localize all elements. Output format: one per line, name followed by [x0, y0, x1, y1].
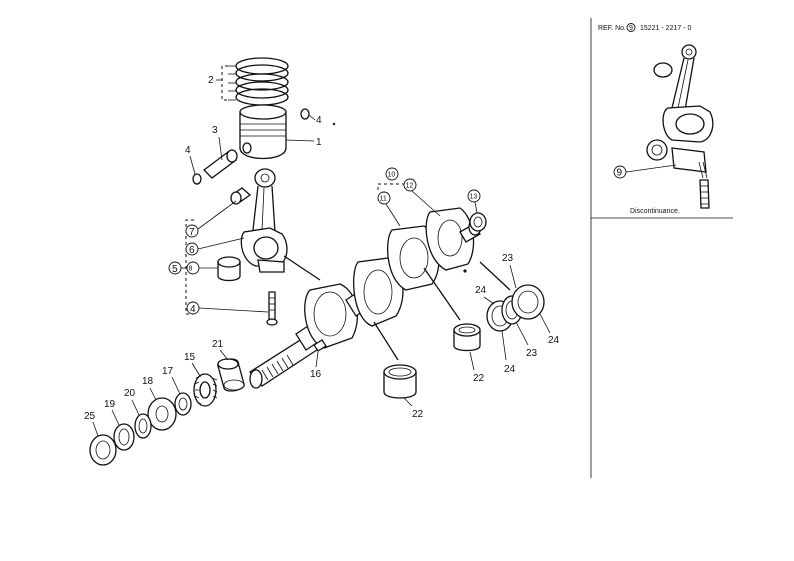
crankshaft: [249, 207, 511, 389]
rod-bolt: [266, 291, 278, 326]
reference-circled-number: 9: [629, 25, 633, 32]
callout-21: 21: [212, 339, 229, 361]
callout-20: 20: [124, 388, 140, 416]
callout-23-upper: 23: [502, 253, 517, 289]
callout-22-middle: 22: [469, 351, 485, 384]
main-bearing-lower: [383, 364, 417, 399]
svg-text:12: 12: [406, 183, 414, 190]
oil-seal-25: [89, 434, 117, 466]
svg-text:23: 23: [526, 348, 538, 359]
thrust-washer-rear: [511, 284, 545, 320]
callout-1: 1: [285, 137, 322, 148]
callout-24-right: 24: [539, 313, 560, 346]
inset-caption: Discontinuance.: [630, 208, 680, 215]
svg-text:25: 25: [84, 411, 96, 422]
callout-14: 13: [467, 189, 481, 214]
connecting-rod: [240, 168, 288, 273]
callout-18: 18: [142, 376, 157, 401]
piston-rings: [235, 57, 289, 106]
ring-19: [113, 423, 135, 451]
callout-4-left: 4: [185, 145, 196, 175]
rear-bushing-14: [469, 212, 487, 232]
svg-text:13: 13: [470, 194, 478, 201]
svg-text:5: 5: [172, 264, 178, 275]
small-end-bushing: [230, 187, 252, 205]
svg-text:21: 21: [212, 339, 224, 350]
woodruff-key: [313, 339, 327, 352]
svg-text:4: 4: [316, 115, 322, 126]
callout-5: 5: [168, 261, 186, 275]
callout-17: 17: [162, 366, 181, 395]
svg-text:22: 22: [473, 373, 485, 384]
callout-24-middle: 24: [501, 330, 516, 375]
callout-15: 15: [184, 352, 201, 377]
svg-text:1: 1: [316, 137, 322, 148]
svg-text:16: 16: [310, 369, 322, 380]
svg-text:24: 24: [504, 364, 516, 375]
piston-pin: [203, 149, 238, 179]
callout-9: 9: [613, 164, 677, 179]
callout-12: 11: [377, 191, 401, 227]
callout-6: 6: [185, 237, 245, 256]
svg-text:2: 2: [208, 75, 214, 86]
collar-17: [174, 392, 192, 416]
callout-23-lower: 24: [475, 285, 495, 305]
circlip-right: [300, 108, 310, 120]
svg-text:20: 20: [124, 388, 136, 399]
thrust-washer-18: [147, 397, 177, 431]
svg-text:19: 19: [104, 399, 116, 410]
inset-panel-frame: [590, 18, 733, 478]
bearing-21: [217, 358, 245, 392]
callout-10: 8: [186, 261, 218, 275]
svg-text:15: 15: [184, 352, 196, 363]
inset-connecting-rod: [646, 44, 714, 209]
callout-4-right: 4: [308, 114, 336, 126]
callout-8: 4: [186, 301, 269, 315]
svg-text:3: 3: [212, 125, 218, 136]
svg-text:10: 10: [388, 172, 396, 179]
circlip-left: [192, 173, 202, 185]
svg-text:8: 8: [189, 266, 193, 273]
svg-text:11: 11: [380, 196, 387, 203]
svg-text:18: 18: [142, 376, 154, 387]
svg-text:24: 24: [475, 285, 487, 296]
connecting-rod-bracket: [185, 219, 194, 315]
gear-15: [193, 373, 218, 407]
callout-19: 19: [104, 399, 120, 426]
callout-11: 10: [377, 167, 408, 190]
big-end-bearing: [217, 256, 241, 282]
callout-2: 2: [208, 65, 236, 101]
callout-25: 25: [84, 411, 99, 437]
svg-text:9: 9: [617, 168, 623, 179]
callout-7: 7: [185, 200, 237, 238]
piston: [239, 104, 287, 160]
svg-text:23: 23: [502, 253, 514, 264]
callout-13: 12: [403, 178, 441, 217]
callout-22-rear: 23: [515, 321, 538, 359]
callout-16: 16: [310, 351, 322, 380]
ring-20: [134, 413, 152, 439]
svg-text:6: 6: [189, 245, 195, 256]
callout-22-lower: 22: [403, 397, 424, 420]
reference-number: REF. No. 9 15221 - 2217 - 0: [598, 23, 691, 32]
svg-text:24: 24: [548, 335, 560, 346]
svg-text:4: 4: [190, 304, 196, 315]
svg-text:22: 22: [412, 409, 424, 420]
svg-text:7: 7: [189, 227, 195, 238]
main-bearing-middle: [453, 323, 481, 352]
callout-3: 3: [212, 125, 223, 161]
reference-code: 15221 - 2217 - 0: [640, 25, 691, 32]
svg-text:17: 17: [162, 366, 174, 377]
svg-text:4: 4: [185, 145, 191, 156]
reference-label: REF. No.: [598, 25, 626, 32]
